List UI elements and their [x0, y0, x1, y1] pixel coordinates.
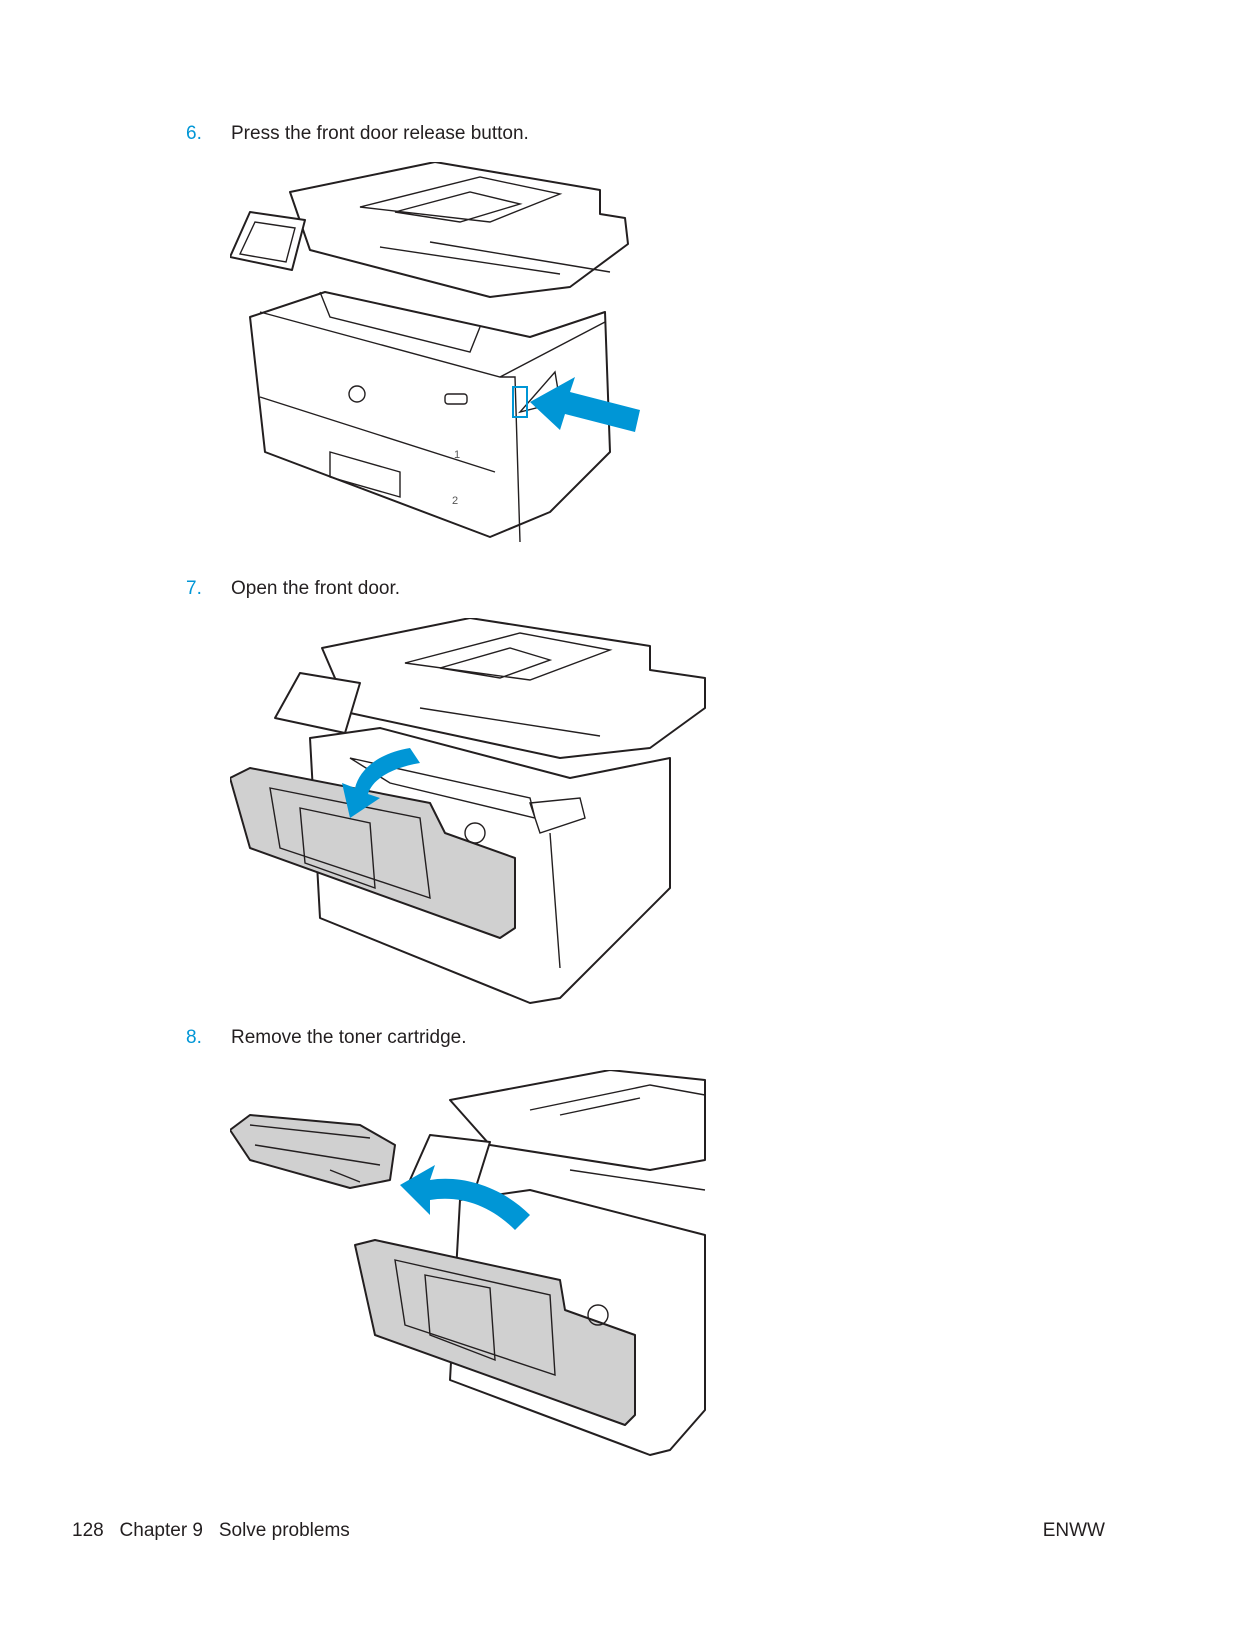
step-number: 8.: [186, 1027, 202, 1048]
step-text: Remove the toner cartridge.: [231, 1027, 467, 1048]
printer-remove-toner-illustration: [230, 1070, 706, 1456]
step-text: Open the front door.: [231, 578, 401, 599]
printer-door-release-illustration: 1 2: [230, 162, 640, 543]
chapter-label: Chapter 9: [119, 1520, 203, 1541]
arrow-icon: [400, 1165, 530, 1230]
front-door: [354, 1239, 636, 1426]
step-number: 6.: [186, 123, 202, 144]
arrow-icon: [530, 377, 640, 432]
footer-right: ENWW: [1042, 1520, 1105, 1541]
step-number: 7.: [186, 578, 202, 599]
tray-2-label: 2: [452, 495, 458, 507]
page-number: 128: [72, 1520, 104, 1541]
footer-left: 128 Chapter 9 Solve problems: [72, 1520, 350, 1542]
arrow-icon: [342, 748, 420, 818]
tray-1-label: 1: [454, 449, 460, 461]
toner-cartridge: [230, 1114, 396, 1189]
printer-open-door-illustration: [230, 618, 706, 1004]
step-text: Press the front door release button.: [231, 123, 529, 144]
door-release-button-highlight: [512, 386, 528, 418]
section-label: Solve problems: [218, 1520, 350, 1541]
